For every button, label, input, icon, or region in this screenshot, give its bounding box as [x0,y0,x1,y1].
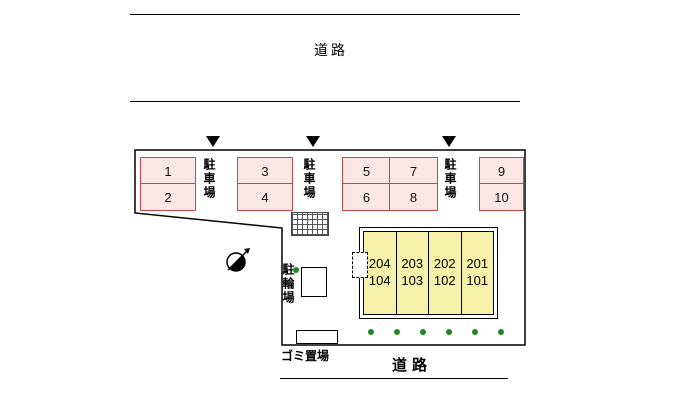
building-unit: 202 102 [428,231,462,315]
road-top-lower-line [130,101,520,102]
parking-space: 7 [389,157,438,185]
shrub-marker [472,329,478,335]
north-compass-icon [226,248,250,272]
site-boundary [134,149,526,346]
parking-space-number: 5 [362,163,371,179]
unit-number-lower: 102 [433,273,456,288]
shrub-marker [498,329,504,335]
parking-space: 8 [389,183,438,211]
road-top-upper-line [130,14,520,15]
garbage-area-label: ゴミ置場 [281,349,330,363]
parking-space: 5 [342,157,391,185]
shrub-marker [446,329,452,335]
road-top-label: 道路 [314,42,348,58]
parking-space: 1 [140,157,196,185]
parking-lot-label: 駐車場 [202,158,216,200]
pointer-triangle-icon [306,136,320,147]
bicycle-parking-box [301,267,327,297]
unit-number-upper: 202 [433,256,456,272]
hatched-area [291,212,329,236]
shrub-marker [420,329,426,335]
building-unit: 201 101 [460,231,494,315]
parking-space: 10 [479,183,524,211]
parking-lot-label: 駐車場 [443,158,457,200]
parking-space-number: 6 [362,189,371,205]
unit-number-upper: 201 [466,256,489,272]
building-unit: 204 104 [363,231,397,315]
parking-space-number: 9 [497,163,506,179]
parking-space-number: 2 [164,189,172,205]
unit-number-lower: 104 [368,273,391,288]
unit-number-lower: 103 [401,273,424,288]
parking-space-number: 10 [494,189,509,205]
unit-number-upper: 204 [368,256,391,272]
parking-space: 9 [479,157,524,185]
unit-number-upper: 203 [401,256,424,272]
parking-space: 3 [237,157,293,185]
bicycle-parking-label: 駐輪場 [281,263,295,305]
parking-space-number: 3 [261,163,269,179]
parking-space: 6 [342,183,391,211]
parking-space-number: 7 [409,163,418,179]
road-bottom-label: 道路 [392,357,433,374]
shrub-marker [368,329,374,335]
parking-space: 4 [237,183,293,211]
parking-space-number: 4 [261,189,269,205]
parking-lot-label: 駐車場 [302,158,316,200]
building: 204 104 203 103 202 102 201 101 [359,227,498,319]
parking-space-number: 8 [409,189,418,205]
pointer-triangle-icon [442,136,456,147]
shrub-marker [394,329,400,335]
garbage-area-box [296,330,338,344]
road-bottom-line [280,378,508,379]
building-unit: 203 103 [395,231,429,315]
pointer-triangle-icon [206,136,220,147]
dashed-structure-box [352,252,368,278]
unit-number-lower: 101 [466,273,489,288]
parking-space-number: 1 [164,163,172,179]
shrub-marker [293,267,299,273]
parking-space: 2 [140,183,196,211]
